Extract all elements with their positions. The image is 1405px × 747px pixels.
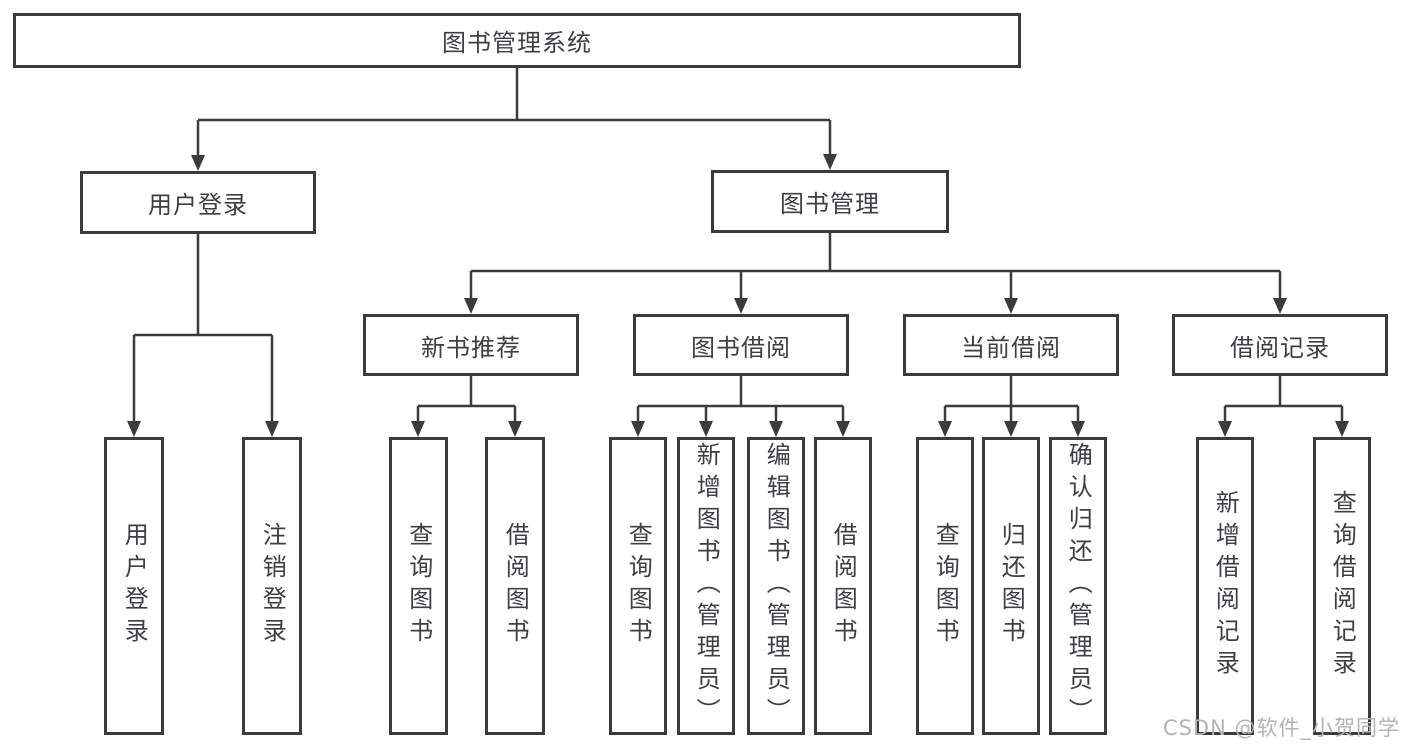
node-leaf-borrowing-edit-admin: 编辑图书（管理员） [747, 437, 805, 735]
node-label: 借阅图书 [501, 522, 530, 650]
node-leaf-newbook-query: 查询图书 [389, 437, 448, 735]
node-label: 新增图书（管理员） [692, 442, 721, 730]
node-library-system: 图书管理系统 [13, 13, 1021, 68]
node-leaf-record-add: 新增借阅记录 [1196, 437, 1254, 735]
node-label: 当前借阅 [961, 333, 1061, 362]
node-user-login: 用户登录 [80, 171, 316, 234]
node-label: 查询借阅记录 [1328, 490, 1357, 682]
node-label: 用户登录 [120, 522, 149, 650]
node-leaf-newbook-borrow: 借阅图书 [485, 437, 545, 735]
node-label: 查询图书 [931, 522, 960, 650]
node-leaf-borrowing-add-admin: 新增图书（管理员） [677, 437, 735, 735]
node-label: 查询图书 [404, 522, 433, 650]
node-leaf-borrowing-query: 查询图书 [609, 437, 667, 735]
node-label: 归还图书 [997, 522, 1026, 650]
node-label: 借阅图书 [829, 522, 858, 650]
node-label: 查询图书 [624, 522, 653, 650]
node-label: 注销登录 [258, 522, 287, 650]
node-book-borrowing: 图书借阅 [633, 314, 849, 376]
node-label: 借阅记录 [1230, 333, 1330, 362]
node-leaf-current-query: 查询图书 [916, 437, 974, 735]
node-leaf-current-return: 归还图书 [982, 437, 1040, 735]
node-label: 新增借阅记录 [1211, 490, 1240, 682]
node-leaf-record-query: 查询借阅记录 [1313, 437, 1371, 735]
node-label: 图书管理系统 [442, 29, 592, 57]
node-borrow-records: 借阅记录 [1172, 314, 1388, 376]
csdn-watermark: CSDN @软件_小贺同学 [1162, 716, 1400, 740]
node-label: 确认归还（管理员） [1064, 442, 1093, 730]
node-leaf-current-confirm-admin: 确认归还（管理员） [1049, 437, 1107, 735]
node-leaf-user-login: 用户登录 [104, 437, 164, 735]
node-label: 图书借阅 [691, 333, 791, 362]
node-label: 用户登录 [148, 191, 248, 219]
node-book-management: 图书管理 [711, 170, 949, 233]
node-leaf-borrowing-borrow: 借阅图书 [814, 437, 872, 735]
node-leaf-logout: 注销登录 [242, 437, 302, 735]
node-label: 编辑图书（管理员） [762, 442, 791, 730]
node-label: 新书推荐 [421, 333, 521, 362]
node-current-borrowing: 当前借阅 [903, 314, 1119, 376]
node-label: 图书管理 [780, 190, 880, 218]
node-new-book-recommend: 新书推荐 [363, 314, 579, 376]
